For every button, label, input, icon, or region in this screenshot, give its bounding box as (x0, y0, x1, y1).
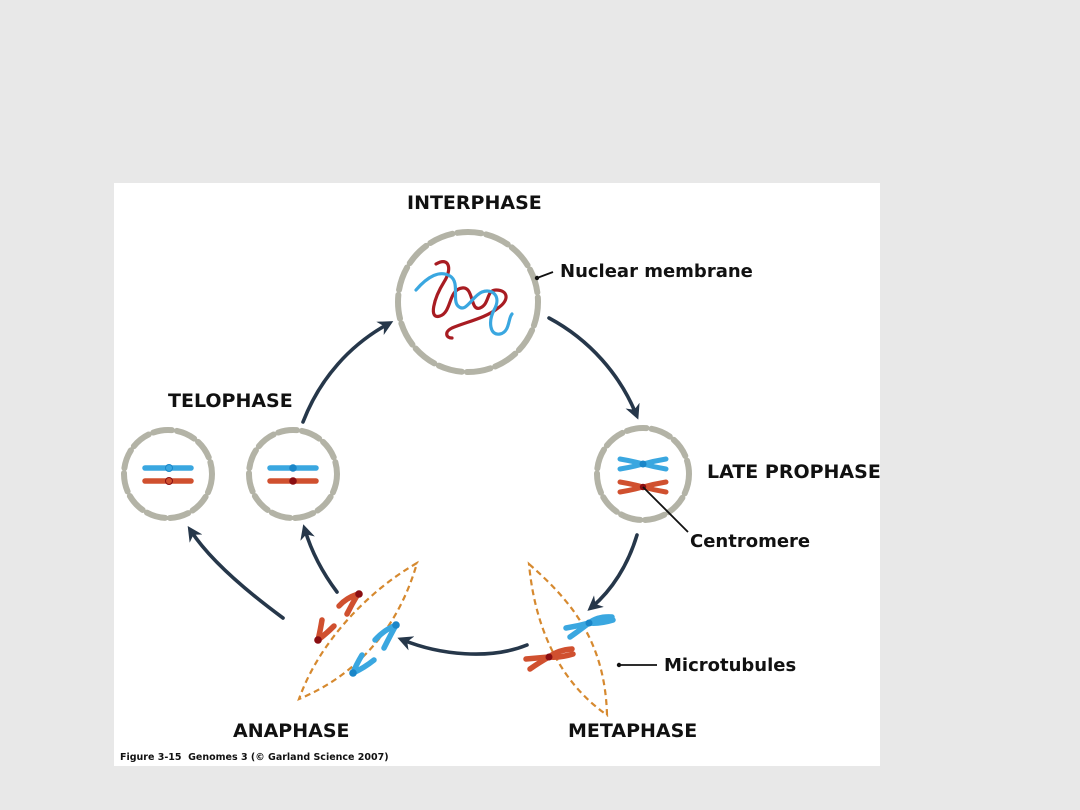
centromere-blue (289, 464, 297, 472)
centromere-pointer (642, 486, 689, 533)
centromere-blue (639, 460, 647, 468)
centromere-blue (585, 619, 593, 627)
chromosome-red-lower (315, 617, 337, 643)
nuclear-membrane (395, 229, 541, 375)
nuclear-membrane (121, 427, 215, 521)
arrow-anaphase-to-telophase-left (187, 525, 285, 620)
arrow-interphase-to-prophase (547, 316, 640, 420)
label-interphase: INTERPHASE (407, 192, 542, 214)
arrow-anaphase-to-telophase-right (300, 524, 339, 594)
centromere-red (545, 653, 553, 661)
centromere-blue (392, 621, 400, 629)
chromosome-blue-upper (372, 622, 399, 651)
label-centromere: Centromere (690, 531, 810, 552)
figure-caption: Figure 3-15 Genomes 3 (© Garland Science… (120, 752, 389, 763)
label-nuclear-membrane: Nuclear membrane (560, 261, 753, 282)
nuclear-membrane-pointer-dot (534, 275, 540, 281)
label-anaphase: ANAPHASE (233, 720, 350, 742)
label-microtubules: Microtubules (664, 655, 796, 676)
centromere-red (165, 477, 173, 485)
telophase-cell-left (121, 427, 215, 521)
centromere-red (289, 477, 297, 485)
centromere-red (314, 636, 322, 644)
arrow-prophase-to-metaphase (587, 533, 639, 611)
label-metaphase: METAPHASE (568, 720, 697, 742)
chromosome-red-upper (336, 591, 361, 617)
figure-panel (114, 183, 880, 766)
chromatin-red (431, 260, 508, 340)
nuclear-membrane-pointer (536, 271, 554, 279)
interphase-cell (395, 229, 541, 375)
nuclear-membrane (594, 425, 692, 523)
microtubules-pointer-dot (616, 662, 622, 668)
centromere-red (355, 590, 363, 598)
nuclear-membrane (246, 427, 340, 521)
metaphase-spindle (523, 561, 616, 718)
spindle-microtubules (527, 561, 609, 718)
chromosome-blue-lower (350, 652, 377, 676)
arrow-metaphase-to-anaphase (397, 636, 529, 656)
centromere-blue (165, 464, 173, 472)
telophase-cell-right (246, 427, 340, 521)
label-telophase: TELOPHASE (168, 390, 293, 412)
arrow-telophase-to-interphase (301, 321, 394, 424)
chromatin-blue (414, 272, 514, 336)
label-late-prophase: LATE PROPHASE (707, 461, 881, 483)
centromere-blue (349, 669, 357, 677)
late-prophase-cell (594, 425, 692, 523)
spindle-microtubules (297, 560, 419, 701)
anaphase-spindle (297, 560, 419, 701)
